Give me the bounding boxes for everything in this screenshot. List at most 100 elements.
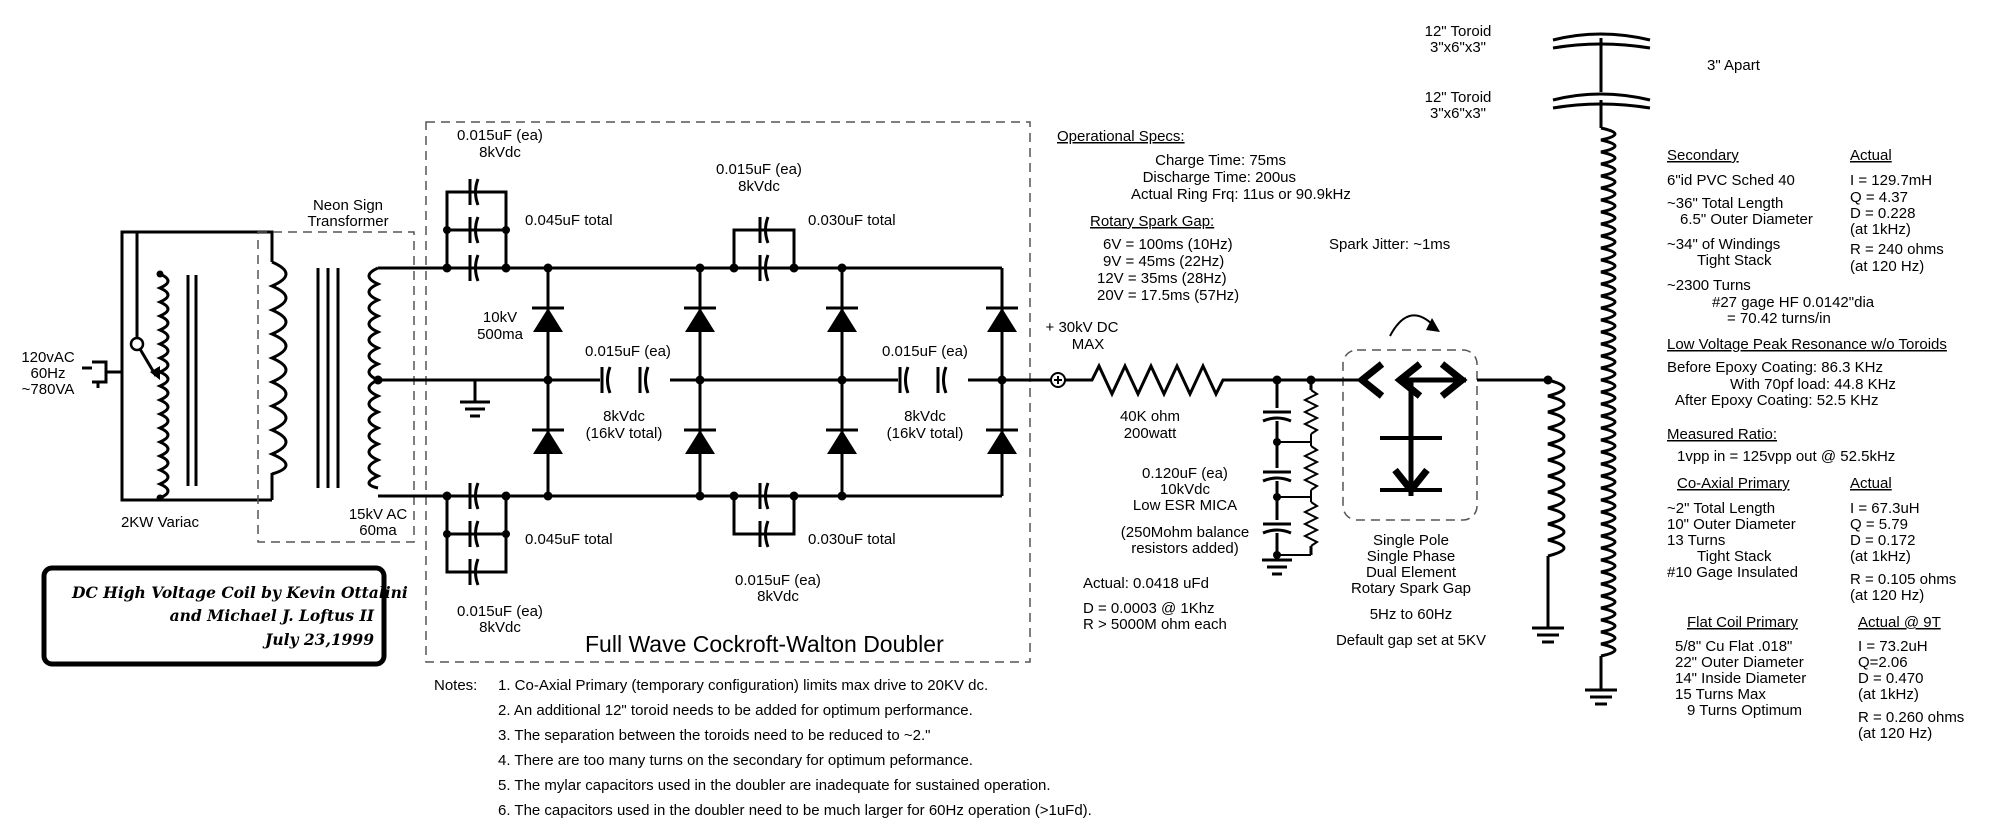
cap-bank-bottom-mid xyxy=(729,481,799,549)
resistor-labels: 40K ohm 200watt xyxy=(1120,408,1180,442)
svg-text:Measured Ratio:: Measured Ratio: xyxy=(1667,426,1777,443)
svg-text:(at 120 Hz): (at 120 Hz) xyxy=(1858,725,1932,742)
svg-text:Single Pole: Single Pole xyxy=(1373,532,1449,549)
svg-text:Before Epoxy Coating: 86.3 KHz: Before Epoxy Coating: 86.3 KHz xyxy=(1667,359,1883,376)
svg-text:~36" Total Length: ~36" Total Length xyxy=(1667,195,1783,212)
svg-text:Dual Element: Dual Element xyxy=(1366,564,1457,581)
svg-text:I = 73.2uH: I = 73.2uH xyxy=(1858,638,1928,655)
svg-text:D = 0.172: D = 0.172 xyxy=(1850,532,1915,549)
svg-text:8kVdc: 8kVdc xyxy=(603,408,645,425)
charging-resistor xyxy=(1065,362,1360,398)
svg-text:Discharge Time: 200us: Discharge Time: 200us xyxy=(1143,169,1296,186)
svg-text:(at 120 Hz): (at 120 Hz) xyxy=(1850,587,1924,604)
svg-text:12" Toroid: 12" Toroid xyxy=(1425,89,1492,106)
svg-text:Operational Specs:: Operational Specs: xyxy=(1057,128,1185,145)
svg-text:(250Mohm balance: (250Mohm balance xyxy=(1121,524,1249,541)
svg-text:After Epoxy Coating: 52.5 KHz: After Epoxy Coating: 52.5 KHz xyxy=(1675,392,1878,409)
svg-text:Co-Axial Primary: Co-Axial Primary xyxy=(1677,475,1790,492)
svg-text:July 23,1999: July 23,1999 xyxy=(262,630,374,649)
svg-text:10" Outer Diameter: 10" Outer Diameter xyxy=(1667,516,1796,533)
svg-text:R > 5000M ohm each: R > 5000M ohm each xyxy=(1083,616,1227,633)
svg-text:500ma: 500ma xyxy=(477,326,524,343)
svg-text:D = 0.0003 @ 1Khz: D = 0.0003 @ 1Khz xyxy=(1083,600,1215,617)
svg-text:4. There are too many turns o: 4. There are too many turns on the secon… xyxy=(498,752,973,769)
svg-text:D = 0.228: D = 0.228 xyxy=(1850,205,1915,222)
svg-text:Tight Stack: Tight Stack xyxy=(1697,548,1772,565)
svg-text:MAX: MAX xyxy=(1072,336,1105,353)
svg-text:6V = 100ms (10Hz): 6V = 100ms (10Hz) xyxy=(1103,236,1233,253)
svg-text:6. The capacitors used in the: 6. The capacitors used in the doubler ne… xyxy=(498,802,1092,819)
svg-text:Notes:: Notes: xyxy=(434,677,477,694)
svg-text:8kVdc: 8kVdc xyxy=(738,178,780,195)
gap-labels: Single Pole Single Phase Dual Element Ro… xyxy=(1336,532,1486,649)
svg-text:(at 1kHz): (at 1kHz) xyxy=(1850,548,1911,565)
svg-text:I = 129.7mH: I = 129.7mH xyxy=(1850,172,1932,189)
tank-capacitor-bank xyxy=(1261,375,1320,576)
diode-string-2 xyxy=(682,263,718,501)
svg-text:0.045uF total: 0.045uF total xyxy=(525,531,613,548)
svg-text:5/8" Cu Flat .018": 5/8" Cu Flat .018" xyxy=(1675,638,1792,655)
nst-title-2: Transformer xyxy=(307,213,388,230)
svg-text:DC High Voltage Coil by Kevin: DC High Voltage Coil by Kevin Ottalini xyxy=(71,583,408,602)
svg-text:R = 240 ohms: R = 240 ohms xyxy=(1850,241,1944,258)
svg-text:8kVdc: 8kVdc xyxy=(479,144,521,161)
primary-coil xyxy=(1532,378,1566,644)
svg-text:20V = 17.5ms (57Hz): 20V = 17.5ms (57Hz) xyxy=(1097,287,1239,304)
source-freq: 60Hz xyxy=(30,365,65,382)
svg-text:Flat Coil Primary: Flat Coil Primary xyxy=(1687,614,1798,631)
diode-string-3 xyxy=(824,263,860,501)
doubler-title: Full Wave Cockroft-Walton Doubler xyxy=(585,631,944,657)
rotary-spark-gap xyxy=(1342,314,1468,496)
svg-text:Spark Jitter: ~1ms: Spark Jitter: ~1ms xyxy=(1329,236,1450,253)
svg-text:~2" Total Length: ~2" Total Length xyxy=(1667,500,1775,517)
svg-text:0.030uF total: 0.030uF total xyxy=(808,212,896,229)
operational-specs: Operational Specs: Charge Time: 75ms Dis… xyxy=(1057,128,1450,304)
nst-labels: Neon Sign Transformer 15kV AC 60ma xyxy=(307,197,407,539)
svg-text:Q = 5.79: Q = 5.79 xyxy=(1850,516,1908,533)
svg-text:Secondary: Secondary xyxy=(1667,147,1739,164)
svg-text:Default gap set at 5KV: Default gap set at 5KV xyxy=(1336,632,1486,649)
secondary-specs: Secondary Actual 6"id PVC Sched 40 ~36" … xyxy=(1667,147,1944,327)
coaxial-primary-specs: Co-Axial Primary Actual ~2" Total Length… xyxy=(1667,475,1956,604)
svg-text:Low Voltage Peak Resonance w/o: Low Voltage Peak Resonance w/o Toroids xyxy=(1667,336,1947,353)
notes: Notes: 1. Co-Axial Primary (temporary co… xyxy=(434,677,1092,819)
svg-text:1vpp in = 125vpp out @ 52.5kHz: 1vpp in = 125vpp out @ 52.5kHz xyxy=(1677,448,1895,465)
svg-text:Single Phase: Single Phase xyxy=(1367,548,1455,565)
svg-text:8kVdc: 8kVdc xyxy=(757,588,799,605)
svg-text:12" Toroid: 12" Toroid xyxy=(1425,23,1492,40)
svg-text:With 70pf load: 44.8 KHz: With 70pf load: 44.8 KHz xyxy=(1730,376,1896,393)
source-power: ~780VA xyxy=(22,381,75,398)
svg-text:Actual: Actual xyxy=(1850,147,1892,164)
svg-text:0.015uF (ea): 0.015uF (ea) xyxy=(457,603,543,620)
svg-text:6.5" Outer Diameter: 6.5" Outer Diameter xyxy=(1680,211,1813,228)
svg-text:Actual @ 9T: Actual @ 9T xyxy=(1858,614,1941,631)
nst-transformer xyxy=(268,260,382,490)
toroid-labels: 12" Toroid 3"x6"x3" 12" Toroid 3"x6"x3" … xyxy=(1425,23,1761,122)
doubler-enclosure xyxy=(425,121,1031,663)
svg-text:Actual: 0.0418 uFd: Actual: 0.0418 uFd xyxy=(1083,575,1209,592)
variac-label: 2KW Variac xyxy=(121,514,200,531)
svg-text:Charge Time: 75ms: Charge Time: 75ms xyxy=(1155,152,1286,169)
svg-text:Low ESR MICA: Low ESR MICA xyxy=(1133,497,1237,514)
diode-string-1 xyxy=(530,263,566,501)
svg-text:3" Apart: 3" Apart xyxy=(1707,57,1761,74)
svg-text:12V = 35ms (28Hz): 12V = 35ms (28Hz) xyxy=(1097,270,1227,287)
svg-text:#27 gage HF 0.0142"dia: #27 gage HF 0.0142"dia xyxy=(1712,294,1875,311)
svg-text:8kVdc: 8kVdc xyxy=(479,619,521,636)
svg-text:0.015uF (ea): 0.015uF (ea) xyxy=(457,127,543,144)
center-caps-right xyxy=(898,364,968,396)
svg-text:1. Co-Axial Primary (temporar: 1. Co-Axial Primary (temporary configura… xyxy=(498,677,988,694)
svg-text:(16kV total): (16kV total) xyxy=(586,425,663,442)
svg-text:Q = 4.37: Q = 4.37 xyxy=(1850,189,1908,206)
ac-plug-icon xyxy=(82,360,122,388)
nst-output-1: 15kV AC xyxy=(349,506,408,523)
svg-text:3"x6"x3": 3"x6"x3" xyxy=(1430,39,1486,56)
ratio-specs: Measured Ratio: 1vpp in = 125vpp out @ 5… xyxy=(1667,426,1895,465)
svg-text:40K ohm: 40K ohm xyxy=(1120,408,1180,425)
tank-cap-labels: 0.120uF (ea) 10kVdc Low ESR MICA (250Moh… xyxy=(1083,465,1249,633)
svg-text:Rotary Spark Gap:: Rotary Spark Gap: xyxy=(1090,213,1214,230)
ground-icon xyxy=(460,380,490,418)
svg-text:#10 Gage Insulated: #10 Gage Insulated xyxy=(1667,564,1798,581)
svg-text:(at 120 Hz): (at 120 Hz) xyxy=(1850,258,1924,275)
